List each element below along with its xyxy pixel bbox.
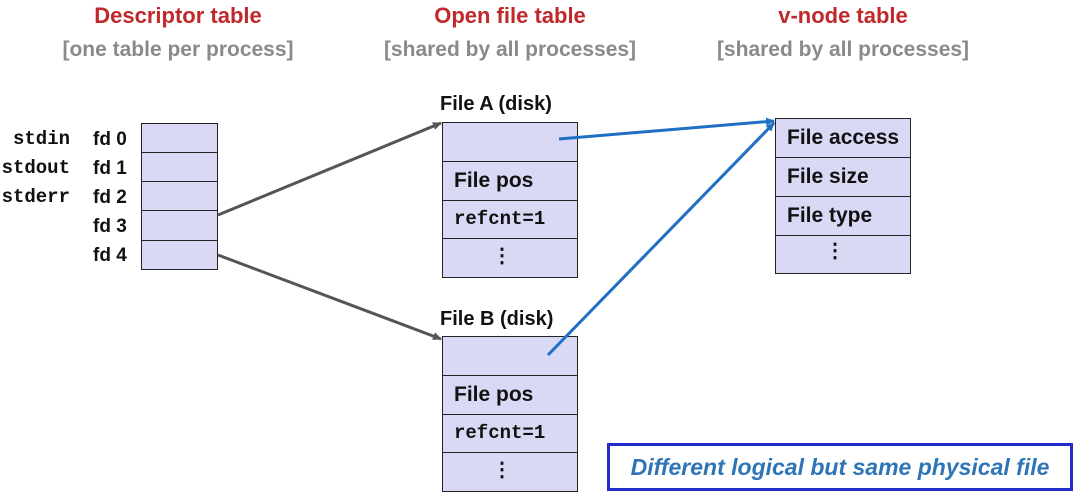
descriptor-cell xyxy=(141,152,218,182)
file-a-more-cell xyxy=(442,238,578,278)
fd-label: fd 1 xyxy=(93,158,127,179)
vnode-table-subheader: [shared by all processes] xyxy=(716,38,970,61)
vnode-size-label: File size xyxy=(787,165,869,188)
vnode-table-header: v-node table xyxy=(778,3,908,28)
fd-label: fd 0 xyxy=(93,129,127,150)
vnode-access-cell xyxy=(775,118,911,158)
file-a-pos-cell xyxy=(442,161,578,201)
descriptor-cell xyxy=(141,123,218,153)
file-b-more-cell xyxy=(442,452,578,492)
callout-text: Different logical but same physical file xyxy=(630,453,1050,480)
descriptor-table-header: Descriptor table xyxy=(94,3,262,28)
file-a-title: File A (disk) xyxy=(440,93,552,115)
descriptor-cell xyxy=(141,210,218,241)
file-b-more-icon: ⋮ xyxy=(492,459,512,481)
open-file-table-header: Open file table xyxy=(434,3,586,28)
fd-label: fd 2 xyxy=(93,187,127,208)
callout-box: Different logical but same physical file xyxy=(607,443,1073,491)
file-a-more-icon: ⋮ xyxy=(492,245,512,267)
fd-label: fd 3 xyxy=(93,216,127,237)
open-file-table-subheader: [shared by all processes] xyxy=(383,38,637,61)
file-a-refcnt-label: refcnt=1 xyxy=(454,208,546,230)
file-b-to-vnode-arrow xyxy=(546,121,776,357)
vnode-type-label: File type xyxy=(787,204,873,227)
fd3-to-file-a-arrow xyxy=(217,121,442,217)
vnode-type-cell xyxy=(775,196,911,236)
file-b-pos-label: File pos xyxy=(454,383,534,406)
descriptor-cell xyxy=(141,181,218,211)
stdin-label: stdin xyxy=(12,128,70,150)
vnode-more-cell xyxy=(775,235,911,274)
fd4-to-file-b-arrow xyxy=(217,253,442,341)
file-a-pos-label: File pos xyxy=(454,169,534,192)
vnode-more-icon: ⋮ xyxy=(825,240,845,262)
descriptor-table-subheader: [one table per process] xyxy=(62,38,294,61)
file-a-to-vnode-arrow xyxy=(558,117,775,141)
fd-label: fd 4 xyxy=(93,245,127,266)
file-b-entry-cell xyxy=(442,336,578,376)
vnode-access-label: File access xyxy=(787,126,900,149)
file-b-title: File B (disk) xyxy=(440,308,554,330)
descriptor-cell xyxy=(141,240,218,270)
stderr-label: stderr xyxy=(1,186,70,208)
stdout-label: stdout xyxy=(1,157,70,179)
file-a-entry-cell xyxy=(442,122,578,162)
vnode-size-cell xyxy=(775,157,911,197)
file-b-refcnt-label: refcnt=1 xyxy=(454,422,546,444)
